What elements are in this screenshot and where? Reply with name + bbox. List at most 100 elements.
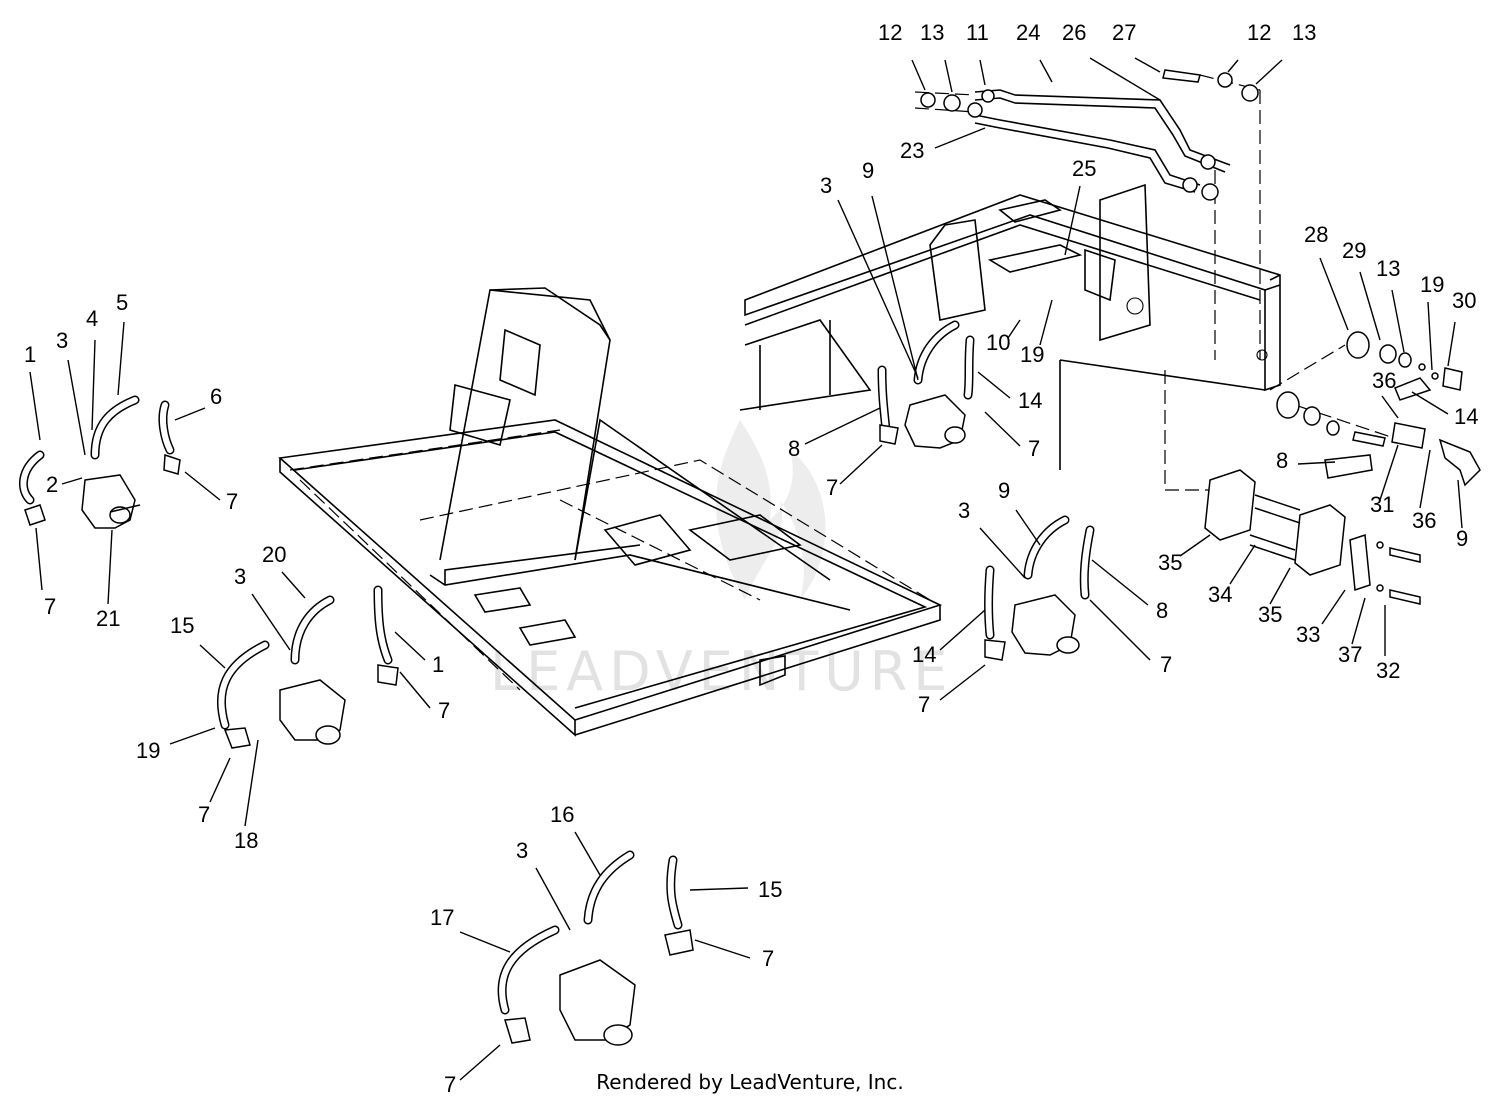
callout-leader-7 <box>839 444 883 485</box>
callout-leader-3 <box>535 867 571 931</box>
callout-number-19: 19 <box>1020 342 1044 367</box>
callout-leader-24 <box>1039 59 1053 83</box>
callout-number-7: 7 <box>44 594 56 619</box>
callout-number-11: 11 <box>966 20 989 45</box>
callout-leader-1 <box>29 371 41 441</box>
callout-number-24: 24 <box>1016 20 1040 45</box>
callout-number-32: 32 <box>1376 658 1400 683</box>
callout-leader-7 <box>399 671 431 709</box>
callout-number-25: 25 <box>1072 156 1096 181</box>
watermark: LEADVENTURE <box>490 420 953 703</box>
callout-number-3: 3 <box>234 564 246 589</box>
callout-number-9: 9 <box>862 158 874 183</box>
callout-leader-14 <box>939 609 986 651</box>
upper-rods <box>914 69 1261 201</box>
callout-leader-33 <box>1321 589 1346 625</box>
callout-leader-36 <box>1419 449 1431 509</box>
callout-number-5: 5 <box>116 290 128 315</box>
callout-leader-35 <box>1269 567 1291 605</box>
callout-leader-7 <box>459 1044 501 1081</box>
callout-number-1: 1 <box>432 652 444 677</box>
callout-leader-9 <box>1015 509 1041 546</box>
callout-number-36: 36 <box>1412 508 1436 533</box>
callout-number-8: 8 <box>1156 598 1168 623</box>
callout-number-15: 15 <box>758 877 782 902</box>
callout-leader-20 <box>281 571 306 599</box>
callout-number-9: 9 <box>998 478 1010 503</box>
callout-number-19: 19 <box>1420 272 1444 297</box>
callout-number-7: 7 <box>438 698 450 723</box>
callout-leader-16 <box>574 831 601 876</box>
callout-leader-3 <box>251 593 291 651</box>
callout-number-6: 6 <box>210 384 222 409</box>
callout-leader-12 <box>911 59 926 91</box>
callout-leader-7 <box>184 471 221 501</box>
callout-leader-19 <box>169 727 216 745</box>
callout-leader-6 <box>174 407 206 421</box>
callout-leader-4 <box>91 339 96 431</box>
callout-number-2: 2 <box>46 472 58 497</box>
watermark-text: LEADVENTURE <box>490 640 953 703</box>
callout-leader-7 <box>984 411 1021 447</box>
callout-leader-28 <box>1319 257 1349 331</box>
callout-leader-15 <box>689 887 749 891</box>
callout-number-1: 1 <box>24 342 36 367</box>
callout-number-36: 36 <box>1372 368 1396 393</box>
callout-number-3: 3 <box>958 498 970 523</box>
callout-number-10: 10 <box>986 330 1010 355</box>
callout-number-35: 35 <box>1158 550 1182 575</box>
callout-number-7: 7 <box>826 475 838 500</box>
callout-leader-14 <box>977 371 1011 399</box>
footer-credit: Rendered by LeadVenture, Inc. <box>596 1070 904 1094</box>
callout-number-23: 23 <box>900 138 924 163</box>
callout-leader-13 <box>1391 289 1405 353</box>
callout-leader-13 <box>944 59 953 93</box>
callout-leader-37 <box>1351 597 1366 645</box>
callout-leader-7 <box>35 527 43 591</box>
callout-leader-30 <box>1447 321 1456 367</box>
callout-number-14: 14 <box>912 642 936 667</box>
callout-number-3: 3 <box>516 838 528 863</box>
callout-leader-18 <box>244 739 259 827</box>
callout-number-7: 7 <box>444 1072 456 1097</box>
callout-leader-11 <box>979 59 986 86</box>
callout-number-3: 3 <box>56 328 68 353</box>
callout-leader-23 <box>934 127 986 149</box>
callout-leader-5 <box>117 321 125 396</box>
callout-number-7: 7 <box>762 946 774 971</box>
callout-leader-19 <box>1427 301 1433 371</box>
callout-leader-8 <box>804 407 881 445</box>
motor-assembly-upper-center <box>877 320 975 449</box>
callout-leader-25 <box>1064 185 1081 256</box>
callout-leader-31 <box>1379 444 1399 501</box>
callout-leader-10 <box>1007 319 1021 339</box>
callout-number-28: 28 <box>1304 222 1328 247</box>
callout-number-16: 16 <box>550 802 574 827</box>
callout-number-35: 35 <box>1258 602 1282 627</box>
callout-number-30: 30 <box>1452 288 1476 313</box>
callout-number-7: 7 <box>198 802 210 827</box>
callout-number-14: 14 <box>1454 404 1478 429</box>
callout-leader-29 <box>1359 271 1381 341</box>
main-frame <box>278 287 943 737</box>
callout-leader-21 <box>107 529 113 605</box>
callout-number-29: 29 <box>1342 238 1366 263</box>
callout-number-7: 7 <box>918 692 930 717</box>
callout-number-7: 7 <box>1028 436 1040 461</box>
callout-leader-3 <box>67 359 86 456</box>
callout-leader-7 <box>209 757 231 803</box>
right-exploded-parts <box>1204 331 1481 605</box>
callout-number-20: 20 <box>262 542 286 567</box>
callout-number-19: 19 <box>136 738 160 763</box>
callout-leader-12 <box>1227 59 1239 73</box>
callout-leader-7 <box>939 664 986 701</box>
callout-leader-7 <box>694 939 751 959</box>
callout-number-27: 27 <box>1112 20 1136 45</box>
callout-number-8: 8 <box>788 436 800 461</box>
callout-leader-17 <box>459 931 511 953</box>
callout-number-13: 13 <box>1292 20 1316 45</box>
callout-leader-35 <box>1179 534 1211 557</box>
callout-leader-3 <box>979 527 1026 579</box>
callout-number-14: 14 <box>1018 388 1042 413</box>
